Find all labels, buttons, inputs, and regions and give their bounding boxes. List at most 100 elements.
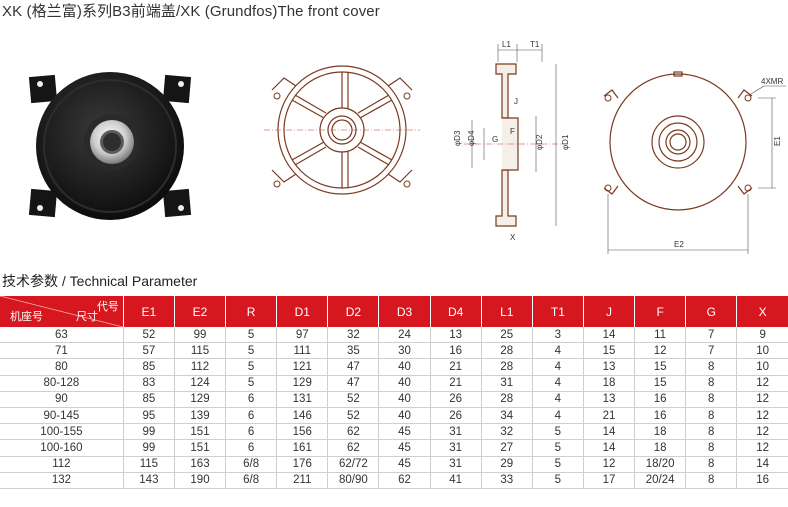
table-cell: 12: [736, 375, 788, 392]
table-cell: 8: [685, 472, 737, 489]
table-cell: 14: [582, 439, 635, 457]
table-cell: 21: [582, 407, 635, 425]
table-cell: 97: [276, 327, 328, 344]
table-cell: 5: [531, 472, 584, 489]
table-cell: 12: [634, 342, 686, 360]
table-cell: 83: [122, 375, 175, 392]
frame-size-cell: 100-155: [0, 423, 124, 441]
table-cell: 62: [327, 439, 379, 457]
table-cell: 52: [327, 407, 379, 425]
table-cell: 129: [173, 391, 226, 408]
table-cell: 11: [634, 327, 686, 344]
corner-diagonal: [0, 296, 123, 327]
table-cell: 146: [276, 407, 328, 425]
table-cell: 10: [736, 342, 788, 360]
frame-size-cell: 63: [0, 327, 124, 344]
table-cell: 143: [122, 472, 175, 489]
table-cell: 45: [378, 439, 431, 457]
table-cell: 176: [276, 456, 328, 473]
table-cell: 32: [327, 327, 379, 344]
table-cell: 40: [378, 391, 431, 408]
table-cell: 8: [685, 423, 737, 441]
table-cell: 8: [685, 407, 737, 425]
table-cell: 34: [480, 407, 533, 425]
column-header-x: X: [736, 296, 788, 327]
table-cell: 112: [173, 358, 226, 376]
table-cell: 151: [173, 439, 226, 457]
table-cell: 6: [225, 423, 277, 441]
table-cell: 32: [480, 423, 533, 441]
table-cell: 80/90: [327, 472, 379, 489]
table-cell: 7: [685, 342, 737, 360]
table-cell: 52: [122, 327, 175, 344]
frame-size-cell: 80-128: [0, 375, 124, 392]
table-cell: 5: [225, 342, 277, 360]
table-cell: 85: [122, 358, 175, 376]
table-cell: 211: [276, 472, 328, 489]
table-cell: 6: [225, 391, 277, 408]
table-cell: 21: [429, 358, 482, 376]
table-cell: 47: [327, 358, 379, 376]
table-cell: 129: [276, 375, 328, 392]
table-cell: 28: [480, 391, 533, 408]
label-l1: L1: [502, 40, 511, 49]
table-cell: 99: [173, 327, 226, 344]
table-cell: 31: [429, 439, 482, 457]
label-e2: E2: [674, 240, 684, 249]
table-cell: 15: [634, 375, 686, 392]
table-cell: 13: [429, 327, 482, 344]
label-j: J: [514, 97, 518, 106]
table-cell: 15: [634, 358, 686, 376]
column-header-l1: L1: [480, 296, 533, 327]
table-cell: 12: [582, 456, 635, 473]
column-header-d4: D4: [429, 296, 482, 327]
table-cell: 4: [531, 391, 584, 408]
table-cell: 16: [634, 391, 686, 408]
table-cell: 41: [429, 472, 482, 489]
frame-size-cell: 100-160: [0, 439, 124, 457]
table-cell: 62: [327, 423, 379, 441]
table-cell: 8: [685, 439, 737, 457]
label-holes: 4XMR: [761, 77, 783, 86]
table-cell: 29: [480, 456, 533, 473]
table-cell: 8: [685, 456, 737, 473]
label-g: G: [492, 135, 498, 144]
label-e1: E1: [773, 136, 782, 146]
table-cell: 3: [531, 327, 584, 344]
table-cell: 4: [531, 342, 584, 360]
table-cell: 12: [736, 423, 788, 441]
table-cell: 85: [122, 391, 175, 408]
frame-size-cell: 90-145: [0, 407, 124, 425]
table-cell: 14: [736, 456, 788, 473]
table-cell: 62: [378, 472, 431, 489]
table-cell: 115: [173, 342, 226, 360]
corner-size-label: 尺寸: [76, 311, 98, 323]
table-cell: 24: [378, 327, 431, 344]
table-cell: 161: [276, 439, 328, 457]
table-cell: 40: [378, 358, 431, 376]
table-cell: 62/72: [327, 456, 379, 473]
frame-size-cell: 71: [0, 342, 124, 360]
table-cell: 163: [173, 456, 226, 473]
table-cell: 31: [480, 375, 533, 392]
table-cell: 156: [276, 423, 328, 441]
table-cell: 26: [429, 391, 482, 408]
section-drawing: L1 T1 φD3 φD4 G F J φD2 φD1 X: [453, 40, 570, 242]
label-d4: φD4: [467, 130, 476, 146]
flange-ears: [28, 74, 192, 218]
table-cell: 115: [122, 456, 175, 473]
corner-frame-label: 机座号: [10, 311, 43, 323]
column-header-t1: T1: [531, 296, 584, 327]
table-cell: 4: [531, 375, 584, 392]
table-cell: 151: [173, 423, 226, 441]
table-cell: 16: [634, 407, 686, 425]
